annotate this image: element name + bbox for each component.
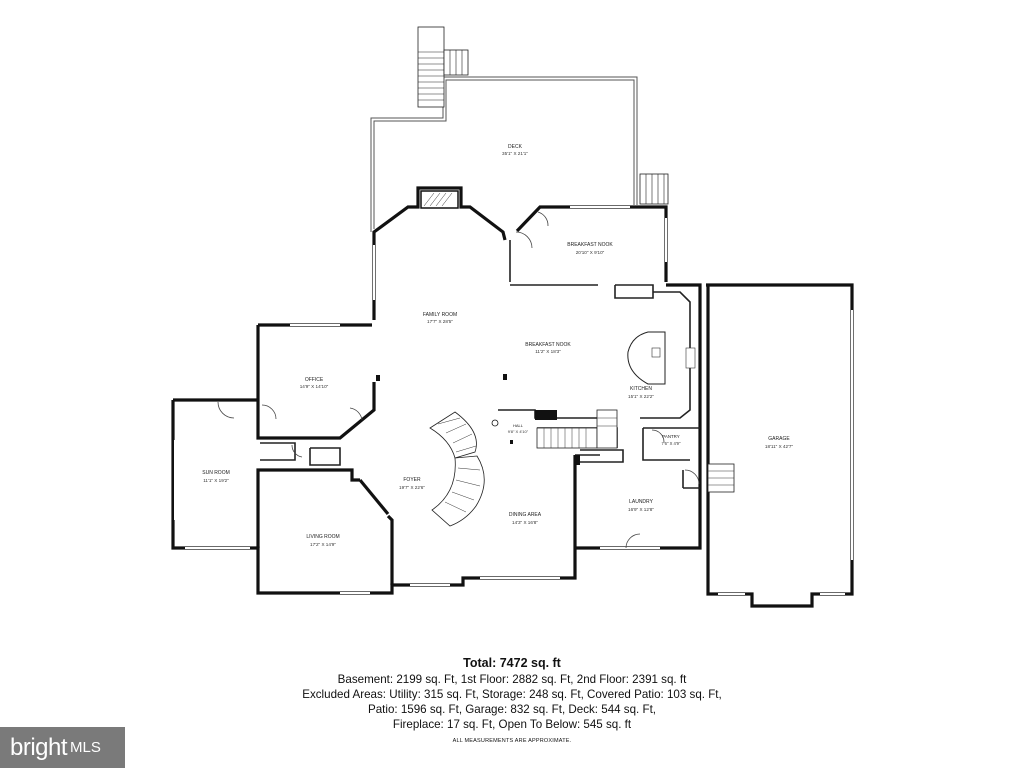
area-summary: Total: 7472 sq. ft Basement: 2199 sq. Ft… bbox=[0, 656, 1024, 744]
room-label-breakfast-nook-upper: BREAKFAST NOOK bbox=[567, 242, 613, 248]
room-dims-breakfast-nook: 11'2" X 18'3" bbox=[535, 349, 561, 354]
foyer-staircase bbox=[429, 411, 485, 527]
room-label-garage: GARAGE bbox=[768, 436, 790, 442]
room-label-family-room: FAMILY ROOM bbox=[423, 312, 457, 318]
room-label-foyer: FOYER bbox=[403, 477, 421, 483]
hall-staircase bbox=[535, 409, 618, 449]
room-dims-breakfast-nook-upper: 20'10" X 9'10" bbox=[576, 250, 605, 255]
room-label-laundry: LAUNDRY bbox=[629, 499, 653, 505]
room-label-office: OFFICE bbox=[305, 377, 324, 383]
room-label-pantry: PANTRY bbox=[662, 434, 679, 439]
floor-areas: Basement: 2199 sq. Ft, 1st Floor: 2882 s… bbox=[337, 673, 687, 686]
room-labels: DECK 35'1" X 21'1" BREAKFAST NOOK 20'10"… bbox=[202, 144, 793, 547]
room-label-sun-room: SUN ROOM bbox=[202, 470, 230, 476]
bright-mls-logo: bright MLS bbox=[0, 727, 125, 768]
measurement-disclaimer: ALL MEASUREMENTS ARE APPROXIMATE. bbox=[452, 738, 572, 744]
excluded-areas-line-2: Patio: 1596 sq. Ft, Garage: 832 sq. Ft, … bbox=[367, 703, 657, 716]
room-label-dining-area: DINING AREA bbox=[509, 512, 542, 518]
deck-outline bbox=[370, 26, 669, 232]
room-dims-garage: 18'11" X 42'7" bbox=[765, 444, 794, 449]
windows bbox=[174, 206, 853, 595]
exterior-walls bbox=[171, 186, 854, 608]
room-dims-office: 14'9" X 14'10" bbox=[300, 384, 329, 389]
room-dims-deck: 35'1" X 21'1" bbox=[502, 151, 528, 156]
fixture-markers bbox=[376, 374, 580, 465]
room-label-kitchen: KITCHEN bbox=[630, 386, 652, 392]
floor-plan: DECK 35'1" X 21'1" BREAKFAST NOOK 20'10"… bbox=[171, 26, 854, 608]
room-dims-foyer: 19'7" X 22'6" bbox=[399, 485, 425, 490]
room-dims-kitchen: 15'1" X 22'2" bbox=[628, 394, 654, 399]
garage-steps bbox=[707, 463, 735, 493]
excluded-areas-line-1: Excluded Areas: Utility: 315 sq. Ft, Sto… bbox=[302, 688, 722, 701]
room-label-breakfast-nook: BREAKFAST NOOK bbox=[525, 342, 571, 348]
room-label-deck: DECK bbox=[508, 144, 523, 150]
room-label-living-room: LIVING ROOM bbox=[306, 534, 339, 540]
room-dims-family-room: 17'7" X 28'5" bbox=[427, 319, 453, 324]
logo-brand: bright bbox=[10, 733, 68, 761]
door-swings bbox=[217, 211, 700, 549]
excluded-areas-line-3: Fireplace: 17 sq. Ft, Open To Below: 545… bbox=[392, 718, 632, 731]
kitchen-sink bbox=[651, 347, 661, 358]
room-dims-pantry: 7'6" X 4'9" bbox=[661, 441, 681, 446]
room-dims-laundry: 16'9" X 12'8" bbox=[628, 507, 654, 512]
room-dims-sun-room: 11'1" X 19'2" bbox=[203, 478, 229, 483]
total-area: Total: 7472 sq. ft bbox=[463, 656, 561, 670]
logo-suffix: MLS bbox=[70, 739, 101, 756]
fireplace bbox=[420, 190, 459, 209]
room-label-hall: HALL bbox=[513, 423, 524, 428]
kitchen-cooktop bbox=[685, 347, 696, 369]
kitchen-island bbox=[627, 331, 666, 385]
room-dims-dining-area: 14'3" X 16'8" bbox=[512, 520, 538, 525]
room-dims-living-room: 17'2" X 14'9" bbox=[310, 542, 336, 547]
room-dims-hall: 9'8" X 4'10" bbox=[508, 429, 529, 434]
